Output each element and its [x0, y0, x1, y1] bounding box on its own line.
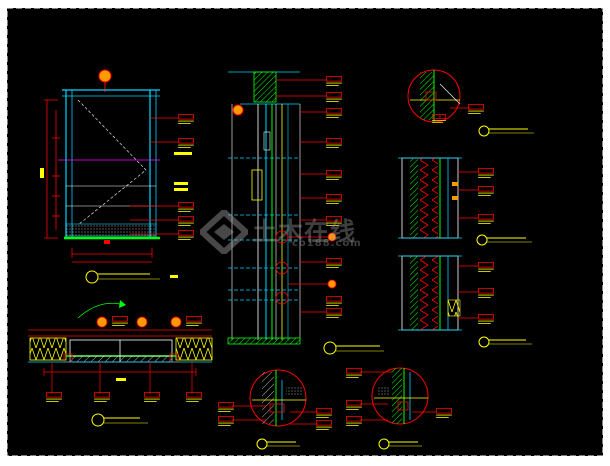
panel-section-detail-5: [398, 255, 532, 348]
section-marker-icon: [98, 69, 112, 83]
callout-dot-icon: [327, 279, 337, 289]
callout-dot-icon: [136, 316, 148, 328]
callout-dot-icon: [96, 316, 108, 328]
elevation-detail-1: [40, 69, 194, 284]
plan-section-detail-6: [28, 300, 213, 427]
section-marker-icon: [232, 104, 244, 116]
circle-detail-8: [346, 367, 452, 450]
circle-detail-3: [407, 69, 534, 137]
callout-dot-icon: [170, 316, 182, 328]
panel-section-detail-4: [398, 157, 532, 246]
wall-section-detail-2: [227, 71, 384, 355]
callout-dot-icon: [327, 232, 337, 242]
circle-detail-7: [218, 369, 332, 450]
